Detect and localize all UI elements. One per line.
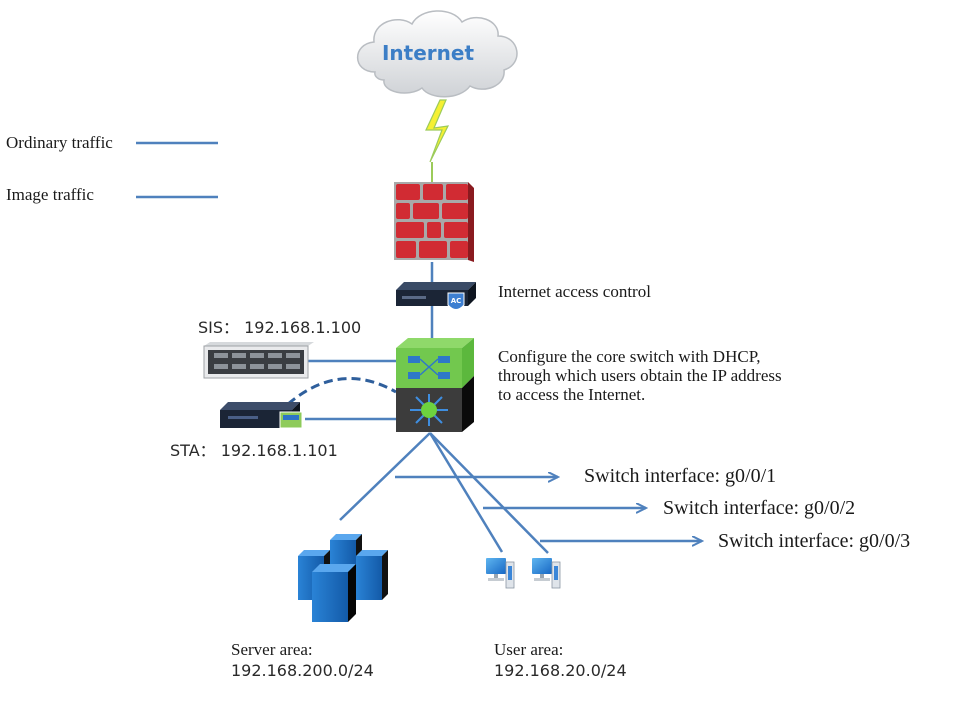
interface-label-g0-0-1: Switch interface: g0/0/1	[584, 465, 776, 487]
link-switch-server-area	[339, 432, 431, 521]
core-switch-note-line-2: through which users obtain the IP addres…	[498, 366, 782, 385]
server-area-subnet: 192.168.200.0/24	[231, 661, 374, 680]
access-control-device-icon: AC	[396, 282, 476, 310]
access-control-label: Internet access control	[498, 282, 651, 301]
user-area-title: User area:	[494, 640, 563, 659]
legend-ordinary-traffic-label: Ordinary traffic	[6, 133, 113, 152]
core-switch-note-line-3: to access the Internet.	[498, 385, 645, 404]
internet-label: Internet	[382, 41, 474, 65]
sta-label: STA： 192.168.1.101	[170, 441, 338, 460]
server-cluster-icon	[298, 534, 388, 622]
internet-cloud-icon: Internet	[357, 10, 518, 98]
interface-label-g0-0-2: Switch interface: g0/0/2	[663, 497, 855, 519]
legend-image-traffic-label: Image traffic	[6, 185, 94, 204]
link-switch-pc1	[428, 432, 504, 553]
user-area-subnet: 192.168.20.0/24	[494, 661, 627, 680]
link-image-traffic-dashed	[287, 377, 397, 406]
user-pc-icon	[486, 558, 515, 589]
links	[287, 262, 702, 554]
core-switch-icon	[396, 338, 474, 432]
server-area-title: Server area:	[231, 640, 313, 659]
user-pc-icon	[532, 558, 561, 589]
core-switch-note: Configure the core switch with DHCP, thr…	[498, 347, 782, 404]
link-switch-pc2	[429, 432, 549, 554]
lightning-bolt-icon	[425, 99, 450, 163]
firewall-icon	[394, 182, 474, 262]
core-switch-note-line-1: Configure the core switch with DHCP,	[498, 347, 761, 366]
sis-label: SIS： 192.168.1.100	[198, 318, 361, 337]
sis-server-icon	[203, 342, 314, 379]
sta-device-icon	[220, 402, 303, 429]
ac-badge: AC	[451, 297, 462, 305]
interface-label-g0-0-3: Switch interface: g0/0/3	[718, 530, 910, 552]
